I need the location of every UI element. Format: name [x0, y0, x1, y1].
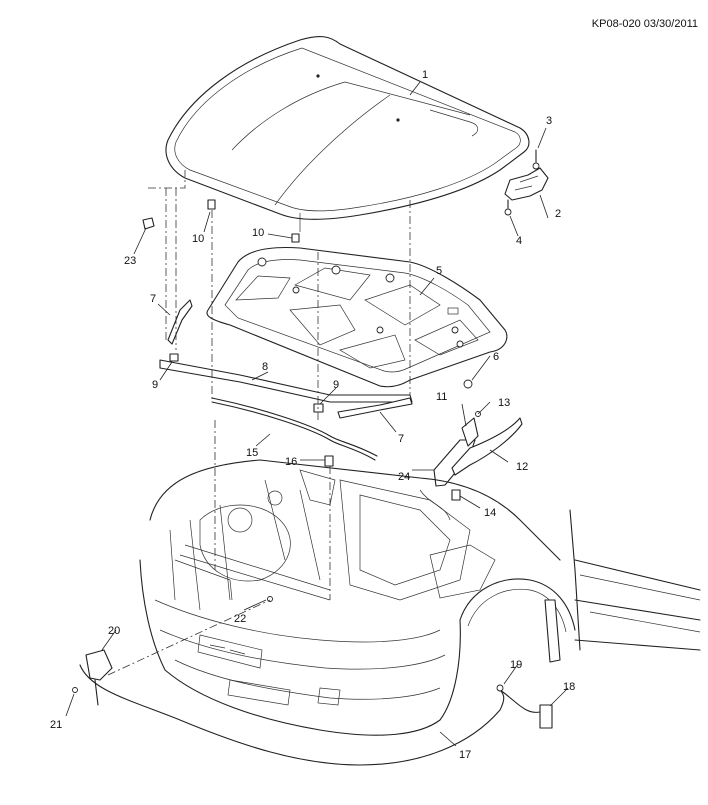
callout-11: 11: [436, 391, 447, 403]
alignment-lines: [107, 170, 411, 676]
callout-9-right: 9: [333, 379, 339, 391]
front-fascia: [139, 559, 461, 736]
fasteners: [142, 199, 473, 413]
callout-10-left: 10: [192, 233, 204, 245]
hood-rear-seal: [159, 359, 413, 403]
callout-4: 4: [516, 235, 522, 247]
callout-6: 6: [493, 351, 499, 363]
callout-13: 13: [498, 397, 510, 409]
callout-1: 1: [422, 69, 428, 81]
wiring-harness: [72, 596, 553, 766]
hood-release-cable: [211, 397, 378, 461]
callout-15: 15: [246, 447, 258, 459]
callout-8: 8: [262, 361, 268, 373]
callout-12: 12: [516, 461, 528, 473]
callout-16: 16: [285, 456, 297, 468]
hood-side-seal-right: [337, 397, 413, 419]
latch-bracket-assembly: [433, 411, 523, 501]
callout-18: 18: [563, 681, 575, 693]
callout-19: 19: [510, 659, 522, 671]
callout-7-right: 7: [398, 433, 404, 445]
callout-17: 17: [459, 749, 471, 761]
callout-21: 21: [50, 719, 62, 731]
callout-14: 14: [484, 507, 496, 519]
callout-9-left: 9: [152, 379, 158, 391]
callout-10-right: 10: [252, 227, 264, 239]
callout-labels: 1 2 3 4 5 6 7 7 8 9 9 10 10 11 12 13 14 …: [50, 69, 575, 761]
callout-20: 20: [108, 625, 120, 637]
callout-3: 3: [546, 115, 552, 127]
callout-7-left: 7: [150, 293, 156, 305]
hood-hinge: [504, 149, 549, 216]
callout-23: 23: [124, 255, 136, 267]
fender-and-wheel-well: [459, 509, 701, 663]
hood-panel: [165, 35, 530, 232]
callout-24: 24: [398, 471, 410, 483]
engine-compartment: [149, 455, 561, 611]
callout-leaders: [65, 81, 569, 747]
hood-side-seal-left: [167, 299, 193, 345]
document-id: KP08-020 03/30/2011: [591, 18, 698, 30]
callout-22: 22: [234, 613, 246, 625]
callout-2: 2: [555, 208, 561, 220]
callout-5: 5: [436, 265, 442, 277]
hood-insulator: [206, 247, 508, 388]
